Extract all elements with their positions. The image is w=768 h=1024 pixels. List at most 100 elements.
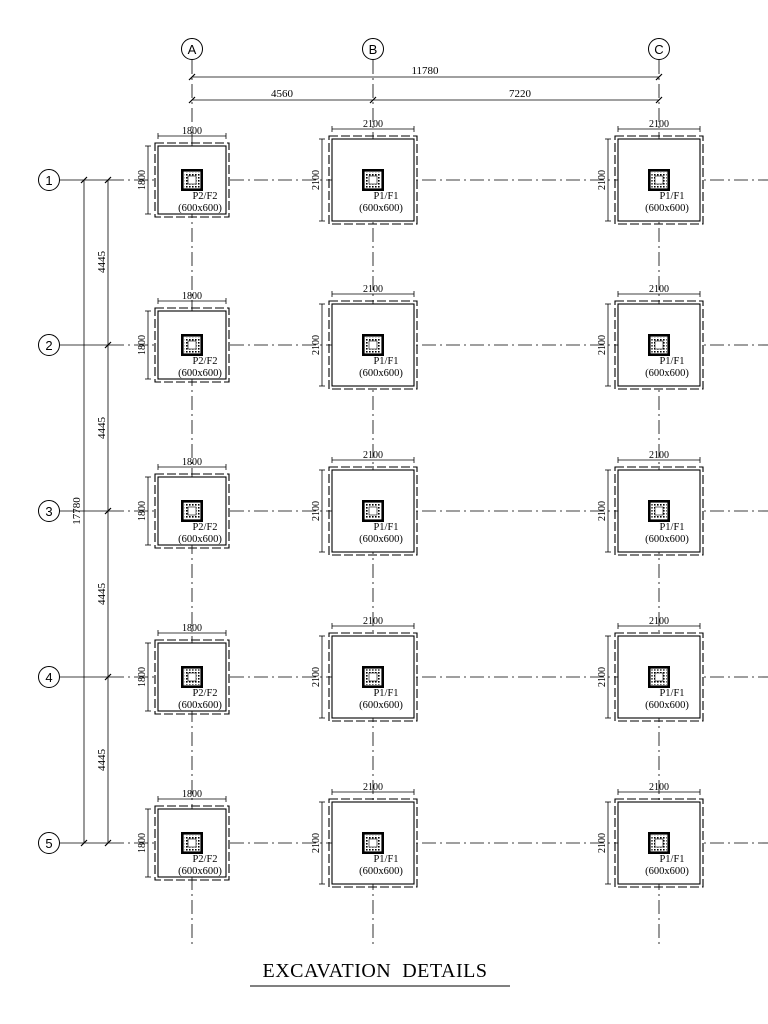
dim-a-to-b: 4560 bbox=[271, 88, 294, 100]
footing-depth-dim: 1800 bbox=[137, 335, 148, 355]
footing-width-dim: 1800 bbox=[182, 457, 202, 468]
excavation-outline bbox=[328, 466, 418, 556]
excavation-outline bbox=[328, 798, 418, 888]
footing-size: (600x600) bbox=[178, 700, 222, 711]
dim-overall-y: 17780 bbox=[71, 497, 83, 525]
excavation-outline bbox=[328, 632, 418, 722]
drawing-title-text: EXCAVATION DETAILS bbox=[263, 960, 488, 982]
footing-depth-dim: 2100 bbox=[597, 667, 608, 687]
footing-width-dim: 2100 bbox=[363, 284, 383, 295]
footing-depth-dim: 2100 bbox=[311, 335, 322, 355]
footing-depth-dim: 2100 bbox=[311, 833, 322, 853]
footing-width-dim: 2100 bbox=[649, 284, 669, 295]
footing-width-dim: 2100 bbox=[363, 119, 383, 130]
svg-text:5: 5 bbox=[45, 836, 52, 851]
footing-size: (600x600) bbox=[359, 368, 403, 379]
excavation-outline bbox=[154, 639, 230, 715]
svg-text:2: 2 bbox=[45, 338, 52, 353]
footing-mark: P1/F1 bbox=[373, 522, 398, 533]
dimension-lines bbox=[80, 73, 663, 847]
footing-mark: P1/F1 bbox=[373, 854, 398, 865]
grid-bubble-1: 1 bbox=[38, 169, 60, 191]
excavation-outline bbox=[614, 300, 704, 390]
footings: 18001800P2/F2(600x600)21002100P1/F1(600x… bbox=[137, 119, 704, 888]
excavation-outline bbox=[614, 466, 704, 556]
footing-mark: P2/F2 bbox=[192, 854, 217, 865]
dim-row-3-4: 4445 bbox=[96, 583, 108, 606]
footing-depth-dim: 2100 bbox=[597, 833, 608, 853]
grid-bubble-5: 5 bbox=[38, 832, 60, 854]
footing-mark: P1/F1 bbox=[659, 191, 684, 202]
footing-size: (600x600) bbox=[178, 368, 222, 379]
footing-width-dim: 1800 bbox=[182, 291, 202, 302]
footing-width-dim: 1800 bbox=[182, 126, 202, 137]
excavation-outline bbox=[154, 142, 230, 218]
footing-size: (600x600) bbox=[645, 700, 689, 711]
footing-size: (600x600) bbox=[645, 866, 689, 877]
dim-overall-x: 11780 bbox=[411, 65, 439, 77]
footing-width-dim: 2100 bbox=[363, 782, 383, 793]
svg-text:A: A bbox=[188, 42, 197, 57]
footing-width-dim: 2100 bbox=[649, 119, 669, 130]
footing-depth-dim: 2100 bbox=[597, 170, 608, 190]
svg-text:C: C bbox=[654, 42, 663, 57]
svg-text:1: 1 bbox=[45, 173, 52, 188]
footing-depth-dim: 2100 bbox=[597, 335, 608, 355]
footing-width-dim: 2100 bbox=[363, 616, 383, 627]
grid-bubble-3: 3 bbox=[38, 500, 60, 522]
dim-b-to-c: 7220 bbox=[509, 88, 532, 100]
footing-mark: P1/F1 bbox=[373, 191, 398, 202]
dim-row-2-3: 4445 bbox=[96, 417, 108, 440]
footing-depth-dim: 2100 bbox=[311, 501, 322, 521]
footing-mark: P1/F1 bbox=[659, 854, 684, 865]
svg-text:4: 4 bbox=[45, 670, 52, 685]
grid-bubble-a: A bbox=[181, 38, 203, 60]
grid-bubble-2: 2 bbox=[38, 334, 60, 356]
footing-mark: P1/F1 bbox=[659, 522, 684, 533]
grid-bubble-b: B bbox=[362, 38, 384, 60]
footing-mark: P2/F2 bbox=[192, 356, 217, 367]
grid-bubble-4: 4 bbox=[38, 666, 60, 688]
dim-row-4-5: 4445 bbox=[96, 749, 108, 772]
excavation-outline bbox=[154, 307, 230, 383]
footing-size: (600x600) bbox=[178, 534, 222, 545]
dim-row-1-2: 4445 bbox=[96, 251, 108, 274]
footing-depth-dim: 1800 bbox=[137, 501, 148, 521]
footing-size: (600x600) bbox=[178, 866, 222, 877]
svg-text:3: 3 bbox=[45, 504, 52, 519]
footing-width-dim: 2100 bbox=[649, 616, 669, 627]
footing-size: (600x600) bbox=[359, 534, 403, 545]
excavation-outline bbox=[614, 135, 704, 225]
footing-width-dim: 1800 bbox=[182, 623, 202, 634]
footing-mark: P1/F1 bbox=[373, 688, 398, 699]
footing-width-dim: 1800 bbox=[182, 789, 202, 800]
footing-size: (600x600) bbox=[359, 700, 403, 711]
excavation-outline bbox=[154, 473, 230, 549]
drawing-title: EXCAVATION DETAILS bbox=[250, 960, 510, 987]
footing-mark: P1/F1 bbox=[659, 688, 684, 699]
footing-size: (600x600) bbox=[645, 534, 689, 545]
footing-mark: P1/F1 bbox=[659, 356, 684, 367]
footing-mark: P2/F2 bbox=[192, 191, 217, 202]
grid-bubble-c: C bbox=[648, 38, 670, 60]
excavation-outline bbox=[328, 135, 418, 225]
footing-mark: P1/F1 bbox=[373, 356, 398, 367]
footing-depth-dim: 2100 bbox=[311, 170, 322, 190]
footing-depth-dim: 1800 bbox=[137, 170, 148, 190]
footing-depth-dim: 1800 bbox=[137, 833, 148, 853]
